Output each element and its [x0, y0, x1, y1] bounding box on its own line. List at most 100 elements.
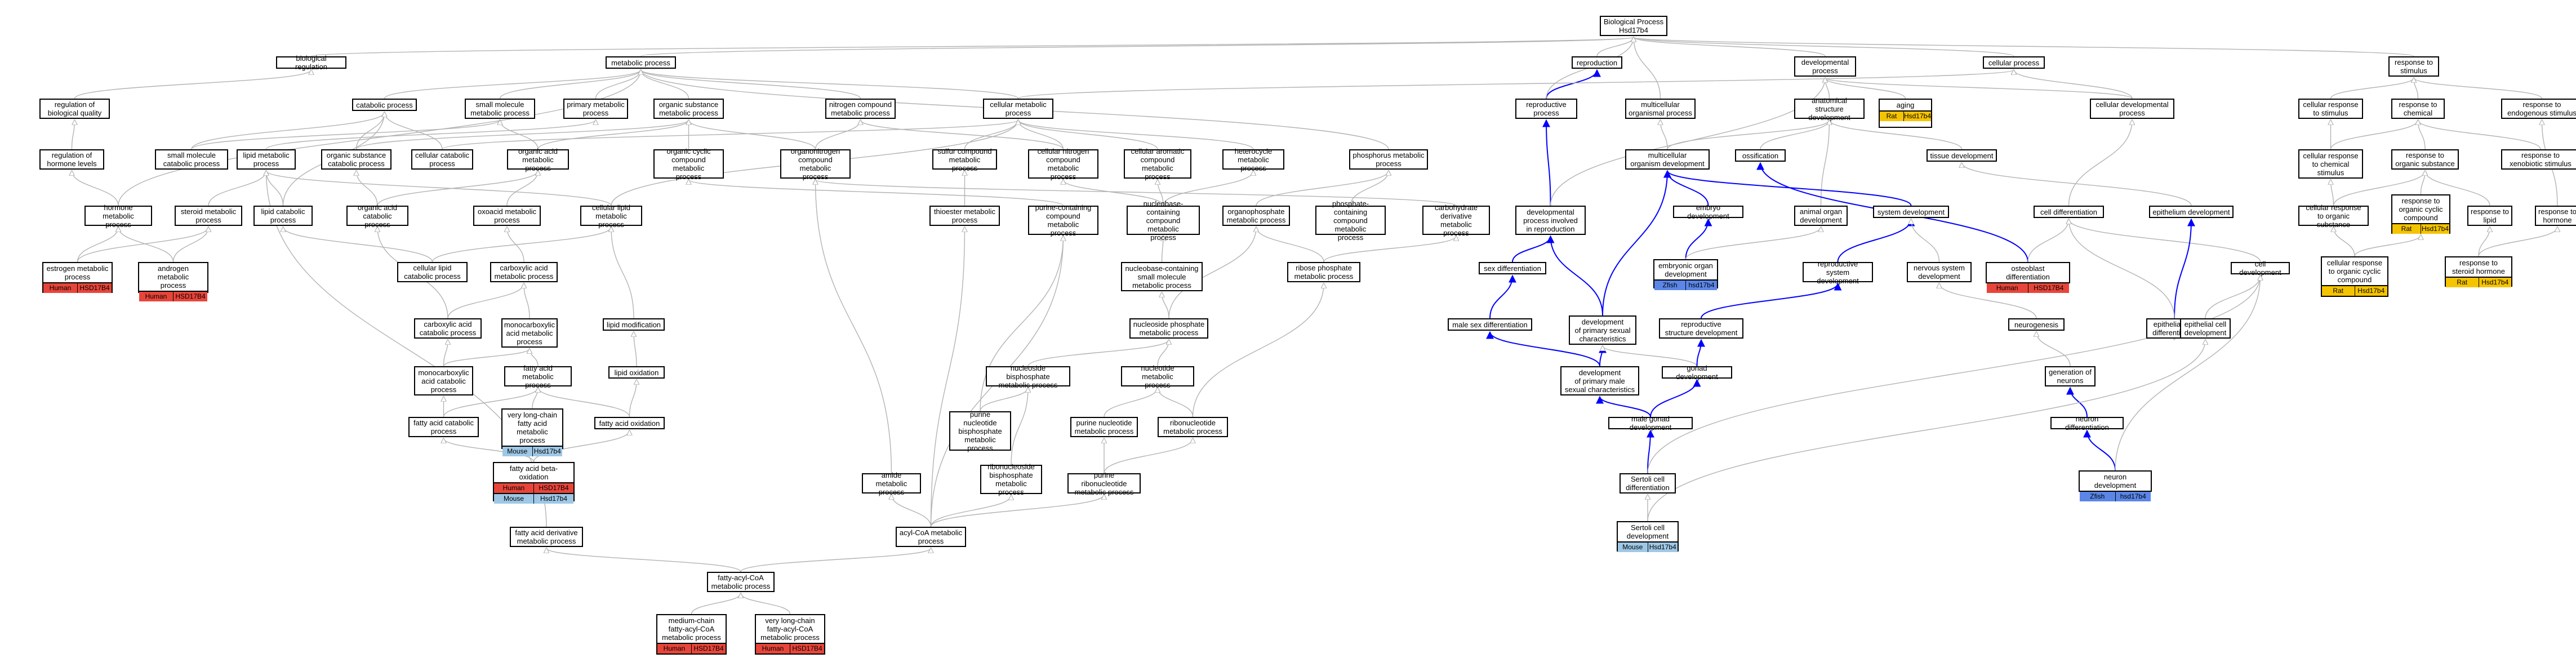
go-term-catabolic-process[interactable]: catabolic process: [352, 99, 417, 111]
go-term-response-to-xenobiotic-stimulus[interactable]: response to xenobiotic stimulus: [2501, 149, 2576, 170]
go-term-acyl-coa-metabolic-process[interactable]: acyl-CoA metabolic process: [896, 527, 966, 547]
go-term-organic-substance-metabolic-process[interactable]: organic substance metabolic process: [653, 99, 724, 119]
go-term-male-gonad-development[interactable]: male gonad development: [1608, 415, 1693, 432]
go-term-neurogenesis[interactable]: neurogenesis: [2008, 318, 2065, 331]
go-term-nervous-system-development[interactable]: nervous system development: [1907, 262, 1972, 282]
go-term-purine-nucleotide-metabolic-process[interactable]: purine nucleotide metabolic process: [1070, 417, 1138, 437]
go-term-gonad-development[interactable]: gonad development: [1662, 364, 1732, 381]
go-term-lipid-oxidation[interactable]: lipid oxidation: [608, 366, 665, 379]
go-term-carboxylic-acid-catabolic-process[interactable]: carboxylic acid catabolic process: [414, 318, 482, 339]
go-term-nucleoside-bisphosphate-metabolic-process[interactable]: nucleoside bisphosphate metabolic proces…: [986, 364, 1070, 389]
go-term-sertoli-cell-differentiation[interactable]: Sertoli cell differentiation: [1620, 473, 1676, 494]
go-term-tissue-development[interactable]: tissue development: [1927, 149, 1997, 162]
go-term-response-to-chemical[interactable]: response to chemical: [2391, 99, 2445, 119]
go-term-organophosphate-metabolic-process[interactable]: organophosphate metabolic process: [1222, 206, 1290, 226]
go-term-purine-ribonucleotide-metabolic-process[interactable]: purine ribonucleotide metabolic process: [1067, 471, 1141, 496]
go-term-generation-of-neurons[interactable]: generation of neurons: [2045, 366, 2095, 386]
go-term-nucleotide-metabolic-process[interactable]: nucleotide metabolic process: [1121, 364, 1194, 389]
go-term-biological-process-hsd17b4[interactable]: Biological Process Hsd17b4: [1600, 16, 1667, 36]
go-term-cellular-response-to-organic-substance[interactable]: cellular response to organic substance: [2298, 203, 2369, 229]
go-term-organonitrogen-compound-metabolic-process[interactable]: organonitrogen compound metabolic proces…: [780, 147, 851, 181]
go-term-cellular-nitrogen-compound-metabolic-process[interactable]: cellular nitrogen compound metabolic pro…: [1028, 147, 1098, 181]
go-term-nitrogen-compound-metabolic-process[interactable]: nitrogen compound metabolic process: [825, 99, 896, 119]
go-term-neuron-differentiation[interactable]: neuron differentiation: [2050, 415, 2124, 432]
go-term-organic-substance-catabolic-process[interactable]: organic substance catabolic process: [321, 149, 391, 170]
go-term-sulfur-compound-metabolic-process[interactable]: sulfur compound metabolic process: [932, 147, 997, 172]
go-term-regulation-of-hormone-levels[interactable]: regulation of hormone levels: [39, 149, 104, 170]
go-term-very-long-chain-fatty-acyl-coa-metabolic-process[interactable]: very long-chain fatty-acyl-CoA metabolic…: [755, 614, 825, 655]
go-term-fatty-acid-oxidation[interactable]: fatty acid oxidation: [594, 417, 665, 429]
go-term-carboxylic-acid-metabolic-process[interactable]: carboxylic acid metabolic process: [490, 262, 558, 282]
go-term-heterocycle-metabolic-process[interactable]: heterocycle metabolic process: [1222, 147, 1284, 172]
go-term-cellular-response-to-organic-cyclic-compound[interactable]: cellular response to organic cyclic comp…: [2321, 256, 2388, 297]
go-term-cellular-catabolic-process[interactable]: cellular catabolic process: [411, 149, 473, 170]
go-term-thioester-metabolic-process[interactable]: thioester metabolic process: [929, 206, 1000, 226]
go-term-small-molecule-metabolic-process[interactable]: small molecule metabolic process: [465, 99, 535, 119]
go-term-oxoacid-metabolic-process[interactable]: oxoacid metabolic process: [473, 206, 541, 226]
go-term-organic-cyclic-compound-metabolic-process[interactable]: organic cyclic compound metabolic proces…: [653, 147, 724, 181]
go-term-ribose-phosphate-metabolic-process[interactable]: ribose phosphate metabolic process: [1287, 262, 1360, 282]
go-term-multicellular-organism-development[interactable]: multicellular organism development: [1625, 149, 1710, 170]
go-term-medium-chain-fatty-acyl-coa-metabolic-process[interactable]: medium-chain fatty-acyl-CoA metabolic pr…: [656, 614, 727, 655]
go-term-ribonucleoside-bisphosphate-metabolic-process[interactable]: ribonucleoside bisphosphate metabolic pr…: [980, 463, 1042, 496]
go-term-organic-acid-catabolic-process[interactable]: organic acid catabolic process: [346, 203, 408, 229]
go-term-system-development[interactable]: system development: [1873, 206, 1949, 218]
go-term-development-of-primary-sexual-characteristics[interactable]: development of primary sexual characteri…: [1569, 315, 1636, 345]
go-term-fatty-acid-derivative-metabolic-process[interactable]: fatty acid derivative metabolic process: [510, 527, 583, 547]
go-term-response-to-endogenous-stimulus[interactable]: response to endogenous stimulus: [2501, 99, 2576, 119]
go-term-fatty-acyl-coa-metabolic-process[interactable]: fatty-acyl-CoA metabolic process: [707, 572, 775, 592]
go-term-cellular-response-to-chemical-stimulus[interactable]: cellular response to chemical stimulus: [2298, 149, 2363, 179]
go-term-response-to-hormone[interactable]: response to hormone: [2535, 206, 2576, 226]
go-term-cell-development[interactable]: cell development: [2231, 260, 2290, 277]
go-term-cellular-response-to-stimulus[interactable]: cellular response to stimulus: [2298, 99, 2363, 119]
go-term-phosphate-containing-compound-metabolic-process[interactable]: phosphate-containing compound metabolic …: [1315, 199, 1386, 242]
go-term-lipid-modification[interactable]: lipid modification: [603, 318, 665, 331]
go-term-organic-acid-metabolic-process[interactable]: organic acid metabolic process: [507, 147, 569, 172]
go-term-cellular-process[interactable]: cellular process: [1983, 56, 2045, 69]
go-term-response-to-organic-substance[interactable]: response to organic substance: [2391, 149, 2459, 170]
go-term-cellular-lipid-catabolic-process[interactable]: cellular lipid catabolic process: [397, 262, 468, 282]
go-term-lipid-catabolic-process[interactable]: lipid catabolic process: [253, 206, 313, 226]
go-term-ribonucleotide-metabolic-process[interactable]: ribonucleotide metabolic process: [1158, 417, 1228, 437]
go-term-reproductive-process[interactable]: reproductive process: [1515, 99, 1577, 119]
go-term-epithelial-cell-development[interactable]: epithelial cell development: [2180, 318, 2231, 339]
go-term-cellular-developmental-process[interactable]: cellular developmental process: [2090, 99, 2174, 119]
go-term-primary-metabolic-process[interactable]: primary metabolic process: [563, 99, 628, 119]
go-term-developmental-process[interactable]: developmental process: [1794, 56, 1856, 77]
go-term-steroid-metabolic-process[interactable]: steroid metabolic process: [175, 206, 242, 226]
go-term-purine-containing-compound-metabolic-process[interactable]: purine-containing compound metabolic pro…: [1028, 203, 1098, 237]
go-term-biological-regulation[interactable]: biological regulation: [276, 54, 346, 71]
go-term-response-to-lipid[interactable]: response to lipid: [2467, 206, 2512, 226]
go-term-purine-nucleotide-bisphosphate-metabolic-process[interactable]: purine nucleotide bisphosphate metabolic…: [949, 410, 1011, 452]
go-term-fatty-acid-metabolic-process[interactable]: fatty acid metabolic process: [504, 364, 572, 389]
go-term-epithelium-development[interactable]: epithelium development: [2149, 206, 2234, 218]
go-term-animal-organ-development[interactable]: animal organ development: [1794, 206, 1848, 226]
go-term-multicellular-organismal-process[interactable]: multicellular organismal process: [1625, 99, 1696, 119]
go-term-metabolic-process[interactable]: metabolic process: [606, 56, 676, 69]
go-term-fatty-acid-catabolic-process[interactable]: fatty acid catabolic process: [408, 417, 479, 437]
go-term-hormone-metabolic-process[interactable]: hormone metabolic process: [84, 203, 152, 229]
go-term-embryo-development[interactable]: embryo development: [1673, 203, 1743, 220]
go-term-ossification[interactable]: ossification: [1735, 149, 1786, 162]
go-term-development-of-primary-male-sexual-characteristics[interactable]: development of primary male sexual chara…: [1560, 366, 1639, 395]
go-term-developmental-process-involved-in-reproduction[interactable]: developmental process involved in reprod…: [1515, 206, 1586, 235]
go-term-cellular-metabolic-process[interactable]: cellular metabolic process: [983, 99, 1053, 119]
go-term-sex-differentiation[interactable]: sex differentiation: [1479, 262, 1546, 274]
go-term-nucleobase-containing-small-molecule-metabolic-process[interactable]: nucleobase-containing small molecule met…: [1121, 262, 1203, 291]
go-term-nucleobase-containing-compound-metabolic-process[interactable]: nucleobase-containing compound metabolic…: [1127, 199, 1200, 242]
go-term-cellular-lipid-metabolic-process[interactable]: cellular lipid metabolic process: [580, 203, 642, 229]
go-term-male-sex-differentiation[interactable]: male sex differentiation: [1448, 318, 1532, 331]
go-term-reproductive-structure-development[interactable]: reproductive structure development: [1659, 318, 1743, 339]
go-term-phosphorus-metabolic-process[interactable]: phosphorus metabolic process: [1349, 149, 1428, 170]
go-term-response-to-stimulus[interactable]: response to stimulus: [2388, 56, 2439, 77]
